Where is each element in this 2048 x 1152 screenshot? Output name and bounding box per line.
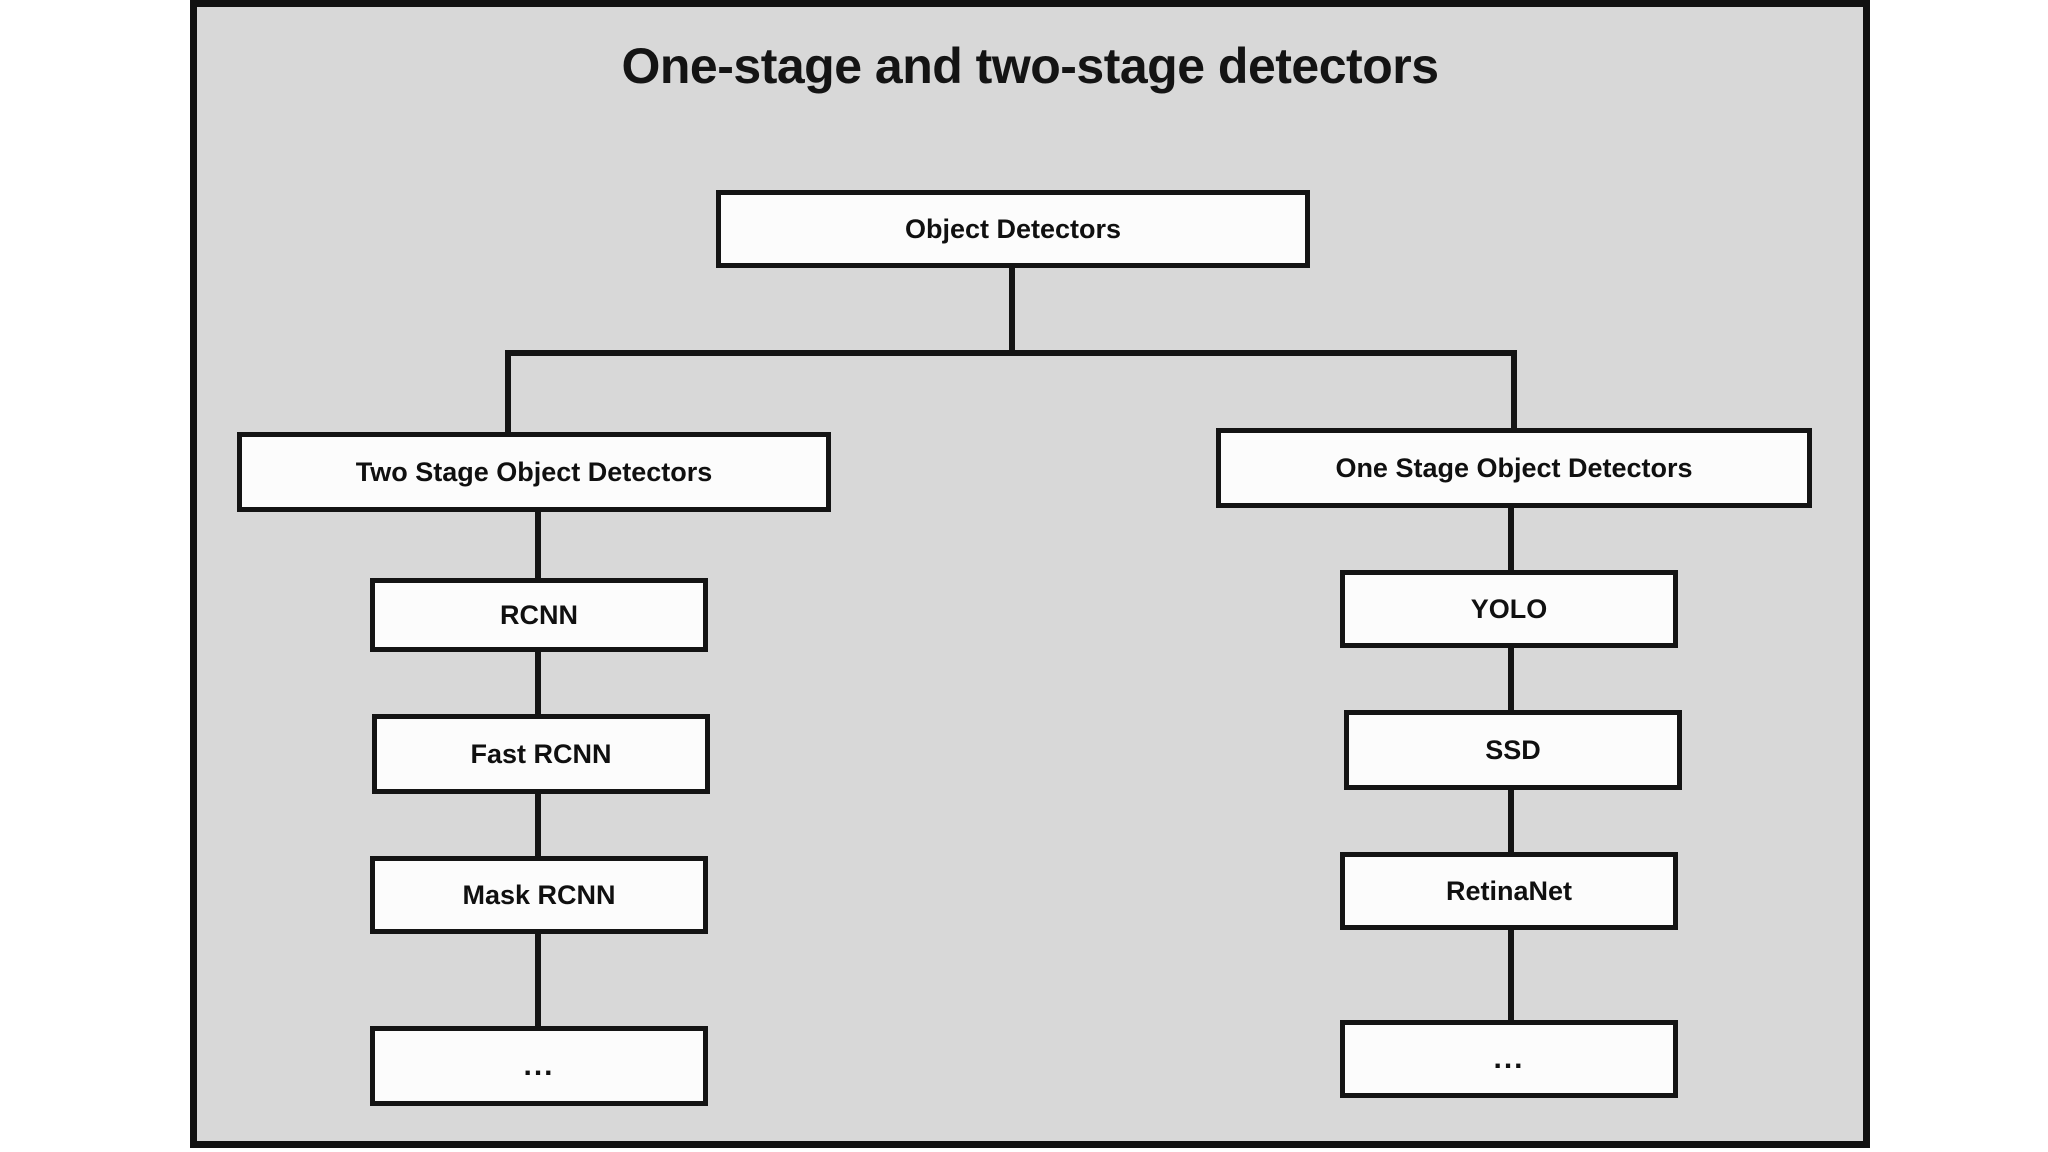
node-label: One Stage Object Detectors [1335, 452, 1693, 483]
node-label: Object Detectors [904, 213, 1122, 244]
connector-right-4 [1508, 930, 1514, 1020]
connector-left-3 [535, 794, 541, 856]
node-label: Two Stage Object Detectors [355, 456, 713, 487]
connector-root-stem [1009, 268, 1015, 356]
node-retinanet[interactable]: RetinaNet [1340, 852, 1678, 930]
node-label: ... [523, 1049, 555, 1082]
node-mask-rcnn[interactable]: Mask RCNN [370, 856, 708, 934]
connector-left-1 [535, 512, 541, 578]
diagram-title: One-stage and two-stage detectors [621, 38, 1440, 94]
node-label: YOLO [1470, 593, 1548, 624]
connector-right-branch-drop [1511, 350, 1517, 428]
connector-right-1 [1508, 508, 1514, 570]
node-label: Fast RCNN [470, 738, 612, 769]
node-ssd[interactable]: SSD [1344, 710, 1682, 790]
node-right-more[interactable]: ... [1340, 1020, 1678, 1098]
node-rcnn[interactable]: RCNN [370, 578, 708, 652]
node-label: RCNN [500, 599, 578, 630]
node-one-stage-object-detectors[interactable]: One Stage Object Detectors [1216, 428, 1812, 508]
node-label: SSD [1485, 734, 1541, 765]
node-left-more[interactable]: ... [370, 1026, 708, 1106]
connector-right-3 [1508, 790, 1514, 852]
node-label: ... [1493, 1042, 1525, 1075]
node-label: RetinaNet [1445, 875, 1573, 906]
connector-right-2 [1508, 648, 1514, 710]
node-yolo[interactable]: YOLO [1340, 570, 1678, 648]
connector-left-branch-drop [505, 350, 511, 432]
node-object-detectors[interactable]: Object Detectors [716, 190, 1310, 268]
connector-branch-bar [505, 350, 1517, 356]
connector-left-4 [535, 934, 541, 1026]
node-fast-rcnn[interactable]: Fast RCNN [372, 714, 710, 794]
node-label: Mask RCNN [462, 879, 616, 910]
node-two-stage-object-detectors[interactable]: Two Stage Object Detectors [237, 432, 831, 512]
connector-left-2 [535, 652, 541, 714]
